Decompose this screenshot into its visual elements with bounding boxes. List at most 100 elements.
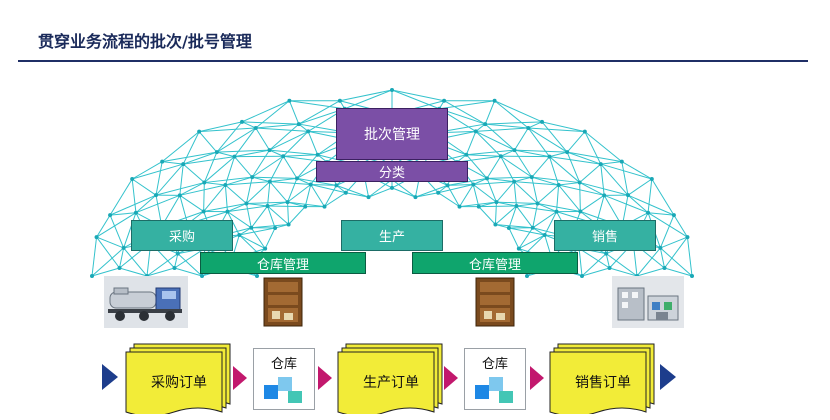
- flow-arrow-icon-2: [318, 366, 332, 390]
- net-line: [216, 127, 257, 153]
- net-line: [264, 227, 276, 249]
- net-line: [605, 253, 638, 277]
- net-line: [531, 176, 559, 186]
- net-line: [155, 161, 163, 196]
- net-line: [439, 100, 495, 110]
- net-line: [182, 163, 205, 183]
- net-node: [602, 193, 607, 198]
- net-line: [496, 201, 538, 205]
- net-line: [251, 155, 284, 178]
- warehouse-blocks-icon: [264, 377, 302, 403]
- net-node: [649, 177, 654, 181]
- batch-management-label: 批次管理: [364, 127, 420, 143]
- net-line: [234, 149, 270, 158]
- net-line: [269, 123, 300, 151]
- net-line: [161, 131, 200, 162]
- net-line: [199, 121, 243, 133]
- net-line: [447, 184, 474, 186]
- net-line: [466, 154, 488, 179]
- net-line: [204, 182, 226, 186]
- net-line: [287, 201, 325, 208]
- net-line: [146, 253, 179, 277]
- net-line: [123, 212, 137, 249]
- net-line: [566, 131, 586, 153]
- net-line: [324, 185, 337, 207]
- net-line: [475, 130, 515, 151]
- net-node: [200, 274, 204, 278]
- net-line: [627, 178, 653, 196]
- net-line: [216, 121, 243, 153]
- net-line: [109, 178, 133, 216]
- net-line: [673, 214, 688, 238]
- net-line: [558, 182, 580, 186]
- net-node: [296, 122, 301, 127]
- shelf-icon-left: [263, 277, 303, 327]
- net-line: [310, 184, 337, 186]
- net-line: [648, 212, 674, 216]
- net-node: [530, 225, 535, 230]
- net-node: [580, 274, 584, 278]
- net-line: [579, 163, 602, 183]
- production-label: 生产: [378, 230, 405, 245]
- net-line: [252, 176, 270, 183]
- net-line: [267, 181, 271, 207]
- net-line: [494, 100, 529, 129]
- net-line: [269, 181, 311, 185]
- production-order-doc: 生产订单: [336, 342, 446, 414]
- flow-arrow-icon-4: [530, 366, 544, 390]
- net-node: [285, 200, 290, 205]
- net-node: [625, 193, 630, 198]
- net-node: [646, 210, 651, 215]
- net-line: [252, 176, 298, 179]
- net-line: [287, 184, 312, 203]
- net-line: [541, 121, 568, 153]
- net-node: [181, 162, 186, 167]
- net-line: [415, 192, 439, 198]
- net-line: [500, 149, 515, 157]
- net-line: [234, 127, 257, 157]
- net-line: [234, 156, 253, 178]
- net-line: [345, 192, 369, 198]
- net-line: [391, 179, 416, 198]
- net-node: [390, 88, 394, 92]
- net-line: [109, 194, 157, 216]
- net-line: [660, 236, 688, 249]
- net-line: [287, 178, 298, 203]
- net-node: [197, 129, 202, 134]
- net-line: [516, 203, 538, 207]
- net-line: [179, 194, 204, 212]
- net-line: [269, 181, 288, 203]
- production-order-label: 生产订单: [363, 375, 419, 391]
- net-line: [558, 184, 581, 212]
- net-node: [390, 185, 394, 190]
- store-icon: [612, 276, 684, 328]
- net-line: [183, 156, 235, 165]
- net-line: [391, 187, 416, 198]
- net-node: [263, 246, 268, 251]
- net-line: [336, 184, 369, 198]
- net-line: [255, 100, 290, 129]
- net-node: [512, 179, 517, 184]
- net-line: [485, 121, 543, 125]
- shelf-icon-right: [475, 277, 515, 327]
- net-line: [664, 236, 688, 269]
- net-line: [296, 177, 311, 185]
- net-line: [524, 234, 546, 255]
- net-line: [537, 203, 581, 212]
- net-node: [526, 125, 531, 130]
- net-node: [255, 274, 259, 278]
- net-line: [472, 184, 480, 207]
- net-line: [283, 154, 318, 157]
- net-node: [604, 251, 609, 256]
- net-node: [436, 190, 441, 195]
- net-node: [281, 154, 286, 159]
- net-line: [368, 187, 393, 198]
- net-line: [495, 224, 533, 229]
- net-line: [245, 177, 253, 204]
- net-node: [413, 195, 418, 200]
- net-node: [512, 148, 517, 153]
- net-line: [255, 127, 309, 132]
- net-line: [466, 154, 501, 157]
- net-node: [525, 274, 529, 278]
